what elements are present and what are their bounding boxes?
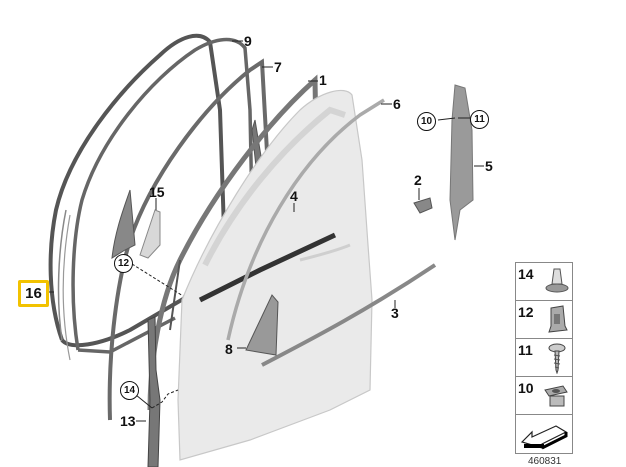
bracket-2[interactable]: [413, 197, 433, 214]
expanding-rivet-icon: [545, 268, 569, 293]
callout-14[interactable]: 14: [120, 381, 139, 400]
corner-trim-15[interactable]: [139, 209, 161, 259]
callout-9[interactable]: 9: [244, 33, 252, 49]
legend-item-12[interactable]: 12: [516, 301, 572, 339]
callout-1[interactable]: 1: [319, 72, 327, 88]
legend-number: 11: [518, 342, 533, 358]
clip-nut-icon: [544, 385, 568, 407]
legend-item-direction[interactable]: [516, 415, 572, 453]
legend-number: 14: [518, 266, 534, 282]
callout-8[interactable]: 8: [225, 341, 233, 357]
belt-strip-4[interactable]: [198, 232, 337, 303]
legend-number: 10: [518, 380, 534, 396]
pillar-trim-5[interactable]: [449, 84, 474, 241]
callout-16-highlighted[interactable]: 16: [18, 280, 49, 307]
callout-11[interactable]: 11: [470, 110, 489, 129]
glass-run-6[interactable]: [226, 98, 385, 341]
callout-3[interactable]: 3: [391, 305, 399, 321]
corner-piece: [111, 189, 136, 259]
legend-item-10[interactable]: 10: [516, 377, 572, 415]
leader-lines: [45, 40, 484, 422]
door-moulding-3[interactable]: [261, 263, 437, 367]
legend-item-14[interactable]: 14: [516, 263, 572, 301]
seal-13[interactable]: [147, 316, 161, 467]
callout-12[interactable]: 12: [114, 254, 133, 273]
callout-7[interactable]: 7: [274, 59, 282, 75]
callout-13[interactable]: 13: [120, 413, 136, 429]
diagram-number: 460831: [528, 456, 562, 467]
callout-4[interactable]: 4: [290, 188, 298, 204]
callout-10[interactable]: 10: [417, 112, 436, 131]
callout-15[interactable]: 15: [149, 184, 165, 200]
door-seal-16[interactable]: [48, 33, 227, 348]
callout-5[interactable]: 5: [485, 158, 493, 174]
installation-direction-arrow-icon: [520, 425, 568, 450]
legend-item-11[interactable]: 11: [516, 339, 572, 377]
callout-2[interactable]: 2: [414, 172, 422, 188]
spring-nut-clip-icon: [548, 305, 568, 333]
fasteners-legend: 14 12 11 10: [515, 262, 573, 454]
self-tapping-screw-icon: [548, 343, 566, 374]
mirror-triangle-8[interactable]: [245, 294, 279, 356]
legend-number: 12: [518, 304, 534, 320]
callout-6[interactable]: 6: [393, 96, 401, 112]
door-shell[interactable]: [177, 89, 373, 461]
